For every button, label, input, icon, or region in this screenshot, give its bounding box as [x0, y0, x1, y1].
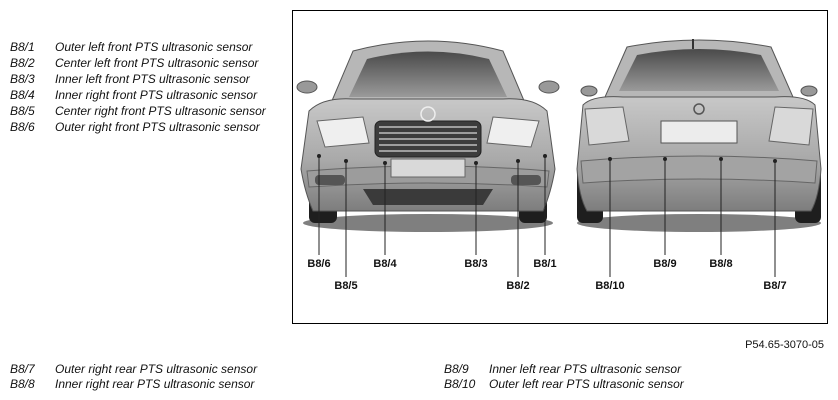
- sensor-point: [773, 159, 777, 163]
- legend-row-b8-6: B8/6 Outer right front PTS ultrasonic sen…: [10, 121, 270, 134]
- legend-front-sensors: B8/1 Outer left front PTS ultrasonic sens…: [10, 41, 270, 137]
- legend-code: B8/2: [10, 56, 35, 70]
- legend-description: Inner left rear PTS ultrasonic sensor: [489, 362, 682, 376]
- legend-code: B8/8: [10, 377, 35, 391]
- label-b8-5: B8/5: [334, 280, 357, 292]
- legend-row-b8-8: B8/8 Inner right rear PTS ultrasonic sens…: [10, 378, 410, 391]
- legend-row-b8-7: B8/7 Outer right rear PTS ultrasonic sens…: [10, 363, 410, 376]
- legend-description: Outer left front PTS ultrasonic sensor: [55, 40, 253, 54]
- legend-description: Inner right rear PTS ultrasonic sensor: [55, 377, 255, 391]
- legend-description: Outer right rear PTS ultrasonic sensor: [55, 362, 258, 376]
- legend-code: B8/7: [10, 362, 35, 376]
- legend-rear-sensors-left: B8/7 Outer right rear PTS ultrasonic sens…: [10, 363, 410, 393]
- legend-row-b8-2: B8/2 Center left front PTS ultrasonic sen…: [10, 57, 270, 70]
- legend-row-b8-10: B8/10 Outer left rear PTS ultrasonic sens…: [444, 378, 834, 391]
- legend-code: B8/6: [10, 120, 35, 134]
- sensor-point: [474, 161, 478, 165]
- figure-reference-number: P54.65-3070-05: [745, 339, 824, 351]
- sensor-point: [719, 157, 723, 161]
- sensor-point: [516, 159, 520, 163]
- legend-code: B8/3: [10, 72, 35, 86]
- legend-description: Inner left front PTS ultrasonic sensor: [55, 72, 250, 86]
- legend-description: Inner right front PTS ultrasonic sensor: [55, 88, 258, 102]
- sensor-point: [663, 157, 667, 161]
- label-b8-2: B8/2: [506, 280, 529, 292]
- sensor-point: [317, 154, 321, 158]
- car-illustration: B8/6 B8/5 B8/4 B8/3 B8/2 B8/1 B8/10 B8/9…: [296, 39, 822, 292]
- label-b8-7: B8/7: [763, 280, 786, 292]
- sensor-point: [608, 157, 612, 161]
- sensor-point: [383, 161, 387, 165]
- legend-code: B8/5: [10, 104, 35, 118]
- legend-description: Center left front PTS ultrasonic sensor: [55, 56, 259, 70]
- front-view-car: [296, 40, 560, 232]
- legend-description: Outer right front PTS ultrasonic sensor: [55, 120, 260, 134]
- legend-description: Outer left rear PTS ultrasonic sensor: [489, 377, 684, 391]
- legend-code: B8/4: [10, 88, 35, 102]
- legend-row-b8-3: B8/3 Inner left front PTS ultrasonic sens…: [10, 73, 270, 86]
- sensor-point: [543, 154, 547, 158]
- legend-code: B8/1: [10, 40, 35, 54]
- label-b8-6: B8/6: [307, 258, 330, 270]
- label-b8-1: B8/1: [533, 258, 556, 270]
- legend-row-b8-4: B8/4 Inner right front PTS ultrasonic sen…: [10, 89, 270, 102]
- sensor-location-figure: B8/6 B8/5 B8/4 B8/3 B8/2 B8/1 B8/10 B8/9…: [292, 10, 828, 324]
- legend-code: B8/9: [444, 362, 469, 376]
- label-b8-8: B8/8: [709, 258, 732, 270]
- label-b8-10: B8/10: [595, 280, 624, 292]
- sensor-point: [344, 159, 348, 163]
- legend-row-b8-5: B8/5 Center right front PTS ultrasonic se…: [10, 105, 270, 118]
- legend-row-b8-1: B8/1 Outer left front PTS ultrasonic sens…: [10, 41, 270, 54]
- label-b8-9: B8/9: [653, 258, 676, 270]
- rear-view-car: [576, 39, 822, 232]
- legend-row-b8-9: B8/9 Inner left rear PTS ultrasonic senso…: [444, 363, 834, 376]
- label-b8-4: B8/4: [373, 258, 397, 270]
- label-b8-3: B8/3: [464, 258, 487, 270]
- legend-description: Center right front PTS ultrasonic sensor: [55, 104, 266, 118]
- sensor-leader-lines: [317, 154, 777, 277]
- legend-code: B8/10: [444, 377, 476, 391]
- legend-rear-sensors-right: B8/9 Inner left rear PTS ultrasonic senso…: [444, 363, 834, 393]
